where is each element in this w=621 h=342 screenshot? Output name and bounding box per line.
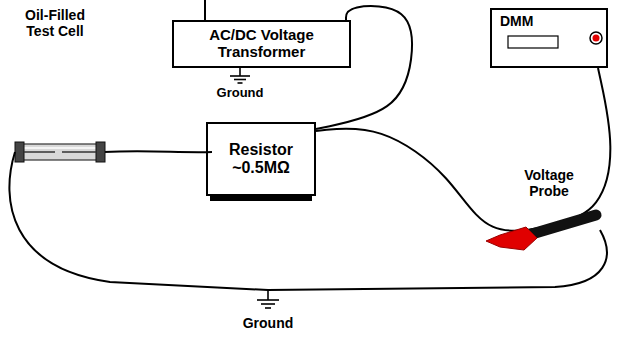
ground-wire [9,152,606,290]
dmm-box: DMM [490,8,608,68]
probe-handle [532,215,596,234]
node-text: DMM [500,14,533,30]
transformer-box: AC/DC Voltage Transformer [172,20,351,68]
dmm-terminal [593,35,600,42]
cell-wire [104,150,212,153]
probe-label: Voltage Probe [506,168,592,199]
node-text: AC/DC Voltage Transformer [174,27,349,61]
ground-label: Ground [207,86,273,101]
cell-label: Oil-Filled Test Cell [12,8,98,39]
resistor-box: Resistor ~0.5MΩ [206,122,316,196]
node-text: Resistor ~0.5MΩ [208,141,314,177]
probe-tip [486,227,537,250]
ground-label: Ground [232,316,304,332]
ground-symbol [230,68,250,83]
wire [316,68,610,231]
ground-symbol [257,290,279,308]
dmm-display [508,36,558,48]
dmm-terminal [590,32,602,44]
supply-wire [204,0,206,20]
test-cell [15,142,105,162]
